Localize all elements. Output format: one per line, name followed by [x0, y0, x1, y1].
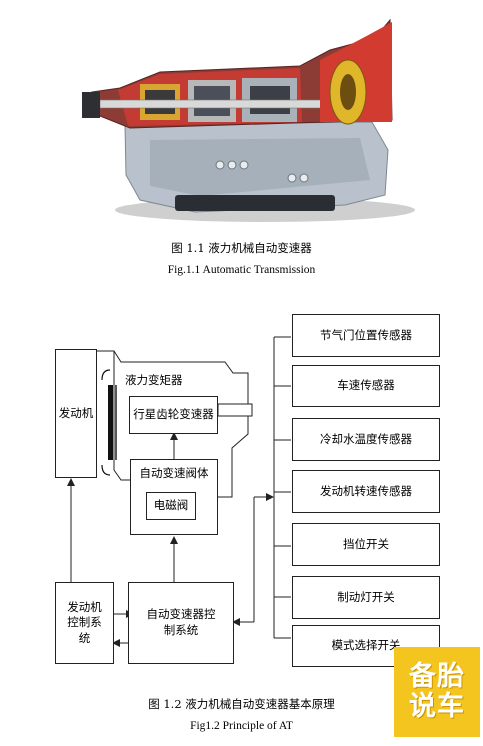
valve-body-label: 自动变速阀体: [139, 466, 209, 480]
figure-2-caption-en: Fig1.2 Principle of AT: [190, 720, 293, 732]
engine-label: 发动机: [58, 405, 94, 420]
figure-1-caption-en: Fig.1.1 Automatic Transmission: [167, 264, 316, 276]
sensor-coolant-temperature: 冷却水温度传感器: [292, 418, 440, 461]
solenoid-label: 电磁阀: [153, 498, 189, 513]
sensor-label: 制动灯开关: [337, 589, 395, 604]
sensor-vehicle-speed: 车速传感器: [292, 365, 440, 407]
torque-converter-label: 液力变矩器: [125, 373, 183, 387]
planetary-gear-label: 行星齿轮变速器: [133, 407, 214, 422]
sensor-label: 发动机转速传感器: [320, 483, 412, 498]
at-ecu-label-1: 自动变速器控: [146, 607, 216, 622]
sensor-label: 挡位开关: [343, 536, 389, 551]
sensor-engine-speed: 发动机转速传感器: [292, 470, 440, 513]
sensor-throttle-position: 节气门位置传感器: [292, 314, 440, 357]
at-ecu-box: 自动变速器控 制系统: [128, 582, 234, 664]
sensor-label: 节气门位置传感器: [320, 327, 412, 342]
engine-ecu-label-3: 统: [78, 630, 91, 645]
sensor-label: 车速传感器: [337, 378, 395, 393]
watermark-logo: 备胎 说车: [394, 647, 480, 737]
planetary-gear-box: 行星齿轮变速器: [129, 396, 218, 434]
sensor-label: 模式选择开关: [331, 638, 401, 653]
switch-brake-light: 制动灯开关: [292, 576, 440, 619]
engine-ecu-label-1: 发动机: [67, 599, 102, 614]
at-ecu-label-2: 制系统: [163, 623, 199, 637]
sensor-label: 冷却水温度传感器: [320, 431, 412, 446]
engine-ecu-label-2: 控制系: [67, 615, 102, 630]
figure-2-caption-cn: 图 1.2 液力机械自动变速器基本原理: [148, 697, 335, 711]
switch-gear-position: 挡位开关: [292, 523, 440, 566]
figure-1-caption-cn: 图 1.1 液力机械自动变速器: [171, 241, 312, 255]
solenoid-box: 电磁阀: [146, 492, 196, 520]
watermark-line-2: 说车: [409, 691, 465, 722]
switch-mode-select: 模式选择开关: [292, 625, 440, 667]
engine-ecu-box: 发动机 控制系 统: [55, 582, 114, 664]
engine-box: 发动机: [55, 349, 97, 478]
watermark-line-1: 备胎: [409, 660, 465, 692]
